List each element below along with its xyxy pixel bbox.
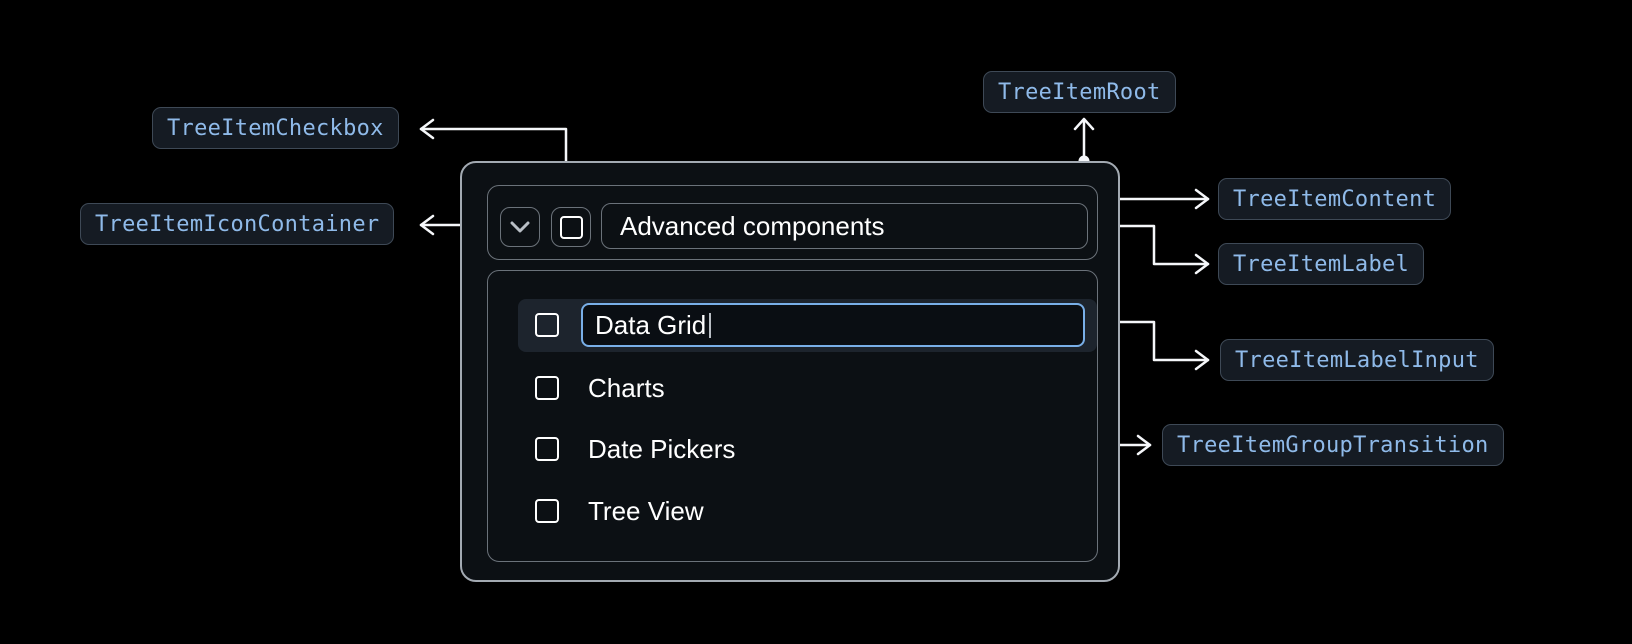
tree-item-icon-container[interactable] <box>500 207 540 247</box>
anatomy-label-tree-item-root: TreeItemRoot <box>983 71 1176 113</box>
tree-item-label: Tree View <box>588 495 704 526</box>
tree-row-data-grid[interactable] <box>535 305 559 345</box>
checkbox-unchecked-icon <box>559 215 583 239</box>
checkbox-unchecked-icon[interactable] <box>535 499 559 523</box>
tree-item-checkbox[interactable] <box>551 207 591 247</box>
text-caret <box>709 312 712 338</box>
tree-item-content[interactable]: Advanced components <box>487 185 1098 260</box>
tree-item-root: Advanced components Data Grid Charts Dat… <box>460 161 1120 582</box>
tree-item-group-transition: Data Grid Charts Date Pickers Tree View <box>487 270 1098 562</box>
anatomy-label-tree-item-label: TreeItemLabel <box>1218 243 1425 285</box>
connector-tree-item-root <box>1073 117 1095 167</box>
checkbox-unchecked-icon[interactable] <box>535 313 559 337</box>
checkbox-unchecked-icon[interactable] <box>535 376 559 400</box>
tree-item-label-text: Advanced components <box>620 210 885 241</box>
checkbox-unchecked-icon[interactable] <box>535 437 559 461</box>
anatomy-label-tree-item-checkbox: TreeItemCheckbox <box>152 107 399 149</box>
tree-row-tree-view[interactable]: Tree View <box>535 491 704 531</box>
anatomy-label-tree-item-label-input: TreeItemLabelInput <box>1220 339 1494 381</box>
anatomy-label-tree-item-content: TreeItemContent <box>1218 178 1452 220</box>
chevron-down-icon <box>510 221 530 233</box>
tree-row-charts[interactable]: Charts <box>535 368 665 408</box>
anatomy-label-tree-item-icon-container: TreeItemIconContainer <box>80 203 395 245</box>
tree-row-date-pickers[interactable]: Date Pickers <box>535 429 735 469</box>
tree-item-label-input[interactable]: Data Grid <box>581 303 1085 347</box>
tree-item-label[interactable]: Advanced components <box>601 203 1088 249</box>
tree-item-label: Charts <box>588 372 665 403</box>
tree-item-label: Date Pickers <box>588 433 736 464</box>
anatomy-label-tree-item-group-transition: TreeItemGroupTransition <box>1162 424 1504 466</box>
label-input-value: Data Grid <box>595 309 707 340</box>
